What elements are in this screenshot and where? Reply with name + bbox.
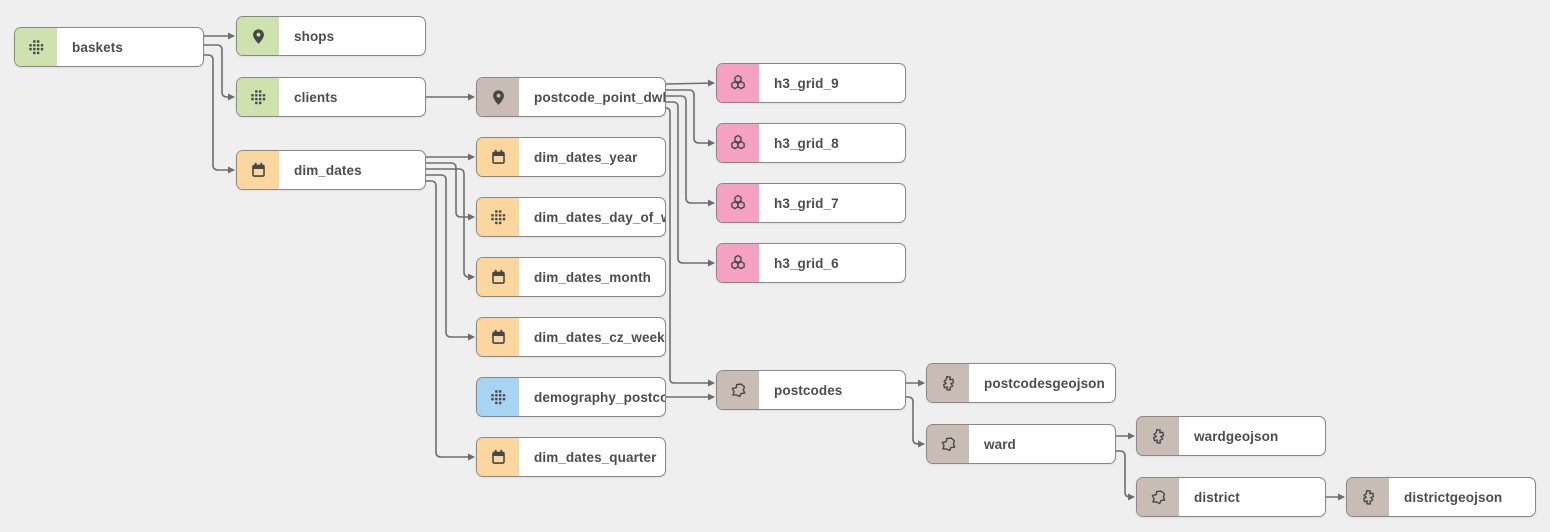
calendar-icon [477,138,519,176]
node-demography_postcode[interactable]: demography_postcode [476,377,666,417]
node-clients[interactable]: clients [236,77,426,117]
polygon-region-icon [717,371,759,409]
dots-grid-icon [477,198,519,236]
calendar-icon [477,438,519,476]
hex-cluster-icon [717,184,759,222]
node-label: shops [294,28,335,44]
node-district[interactable]: district [1136,477,1326,517]
edge-postcode_point_dwh-to-h3_grid_9 [665,79,715,87]
node-label: ward [984,436,1016,452]
edge-dim_dates-to-dim_dates_day_of_week [426,162,475,221]
node-label: dim_dates_cz_week [534,329,665,345]
location-pin-icon [237,17,279,55]
node-label: district [1194,489,1240,505]
hex-cluster-icon [717,124,759,162]
calendar-icon [237,151,279,189]
geojson-shape-icon [1347,478,1389,516]
edge-baskets-to-clients [204,44,235,101]
node-label: postcodesgeojson [984,375,1105,391]
node-label: clients [294,89,338,105]
node-wardgeojson[interactable]: wardgeojson [1136,416,1326,456]
node-label: districtgeojson [1404,489,1503,505]
calendar-icon [477,258,519,296]
node-postcodes[interactable]: postcodes [716,370,906,410]
location-pin-icon [477,78,519,116]
node-districtgeojson[interactable]: districtgeojson [1346,477,1536,517]
polygon-region-icon [1137,478,1179,516]
node-label: demography_postcode [534,389,665,405]
node-label: dim_dates [294,162,362,178]
edge-dim_dates-to-dim_dates_cz_week [426,174,475,341]
edge-baskets-to-dim_dates [204,54,235,174]
node-label: postcode_point_dwh [534,89,665,105]
node-dim_dates_year[interactable]: dim_dates_year [476,137,666,177]
node-label: h3_grid_8 [774,135,839,151]
node-label: h3_grid_7 [774,195,839,211]
node-postcodesgeojson[interactable]: postcodesgeojson [926,363,1116,403]
hex-cluster-icon [717,244,759,282]
dots-grid-icon [477,378,519,416]
node-label: wardgeojson [1194,428,1279,444]
edge-dim_dates-to-dim_dates_quarter [426,180,475,461]
node-label: dim_dates_month [534,269,652,285]
node-postcode_point_dwh[interactable]: postcode_point_dwh [476,77,666,117]
edge-ward-to-district [1116,450,1135,501]
node-h3_grid_7[interactable]: h3_grid_7 [716,183,906,223]
node-h3_grid_8[interactable]: h3_grid_8 [716,123,906,163]
edge-postcode_point_dwh-to-h3_grid_8 [666,89,715,147]
polygon-region-icon [927,425,969,463]
node-h3_grid_6[interactable]: h3_grid_6 [716,243,906,283]
node-label: h3_grid_6 [774,255,839,271]
node-label: h3_grid_9 [774,75,839,91]
edge-postcode_point_dwh-to-h3_grid_7 [666,95,715,207]
node-label: dim_dates_day_of_week [534,209,665,225]
node-dim_dates_quarter[interactable]: dim_dates_quarter [476,437,666,477]
node-dim_dates_day_of_week[interactable]: dim_dates_day_of_week [476,197,666,237]
dots-grid-icon [15,28,57,66]
hex-cluster-icon [717,64,759,102]
node-label: postcodes [774,382,843,398]
edge-dim_dates-to-dim_dates_month [426,168,475,281]
node-baskets[interactable]: baskets [14,27,204,67]
node-label: dim_dates_year [534,149,638,165]
node-ward[interactable]: ward [926,424,1116,464]
node-shops[interactable]: shops [236,16,426,56]
geojson-shape-icon [927,364,969,402]
node-label: dim_dates_quarter [534,449,657,465]
node-h3_grid_9[interactable]: h3_grid_9 [716,63,906,103]
calendar-icon [477,318,519,356]
node-dim_dates_month[interactable]: dim_dates_month [476,257,666,297]
node-label: baskets [72,39,123,55]
edge-postcode_point_dwh-to-postcodes [665,107,715,387]
dots-grid-icon [237,78,279,116]
node-dim_dates_cz_week[interactable]: dim_dates_cz_week [476,317,666,357]
geojson-shape-icon [1137,417,1179,455]
edge-postcodes-to-ward [906,396,925,448]
edge-postcode_point_dwh-to-h3_grid_6 [666,101,715,267]
node-dim_dates[interactable]: dim_dates [236,150,426,190]
